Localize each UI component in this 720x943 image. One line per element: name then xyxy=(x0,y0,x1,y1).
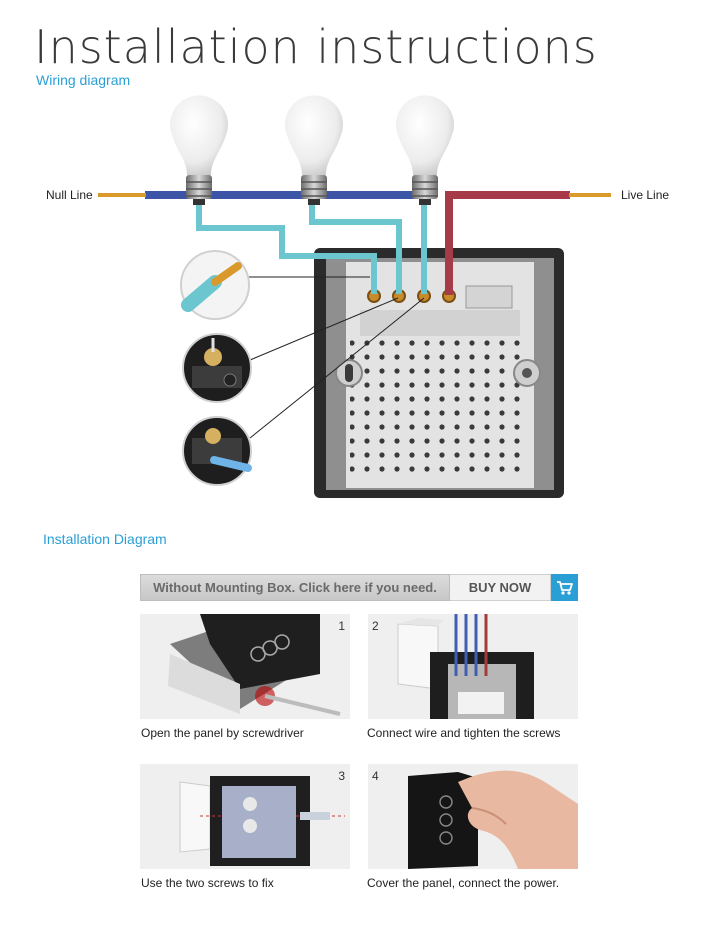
buy-now-button[interactable]: BUY NOW xyxy=(450,574,551,601)
step-3-caption: Use the two screws to fix xyxy=(141,876,274,890)
step-number: 4 xyxy=(372,769,379,783)
step-4-image: 4 xyxy=(368,764,578,869)
wire-insert-detail xyxy=(182,416,252,486)
banner-text[interactable]: Without Mounting Box. Click here if you … xyxy=(140,574,450,601)
step-3-image: 3 xyxy=(140,764,350,869)
light-bulb-icon xyxy=(396,95,454,205)
step-number: 1 xyxy=(338,619,345,633)
wiring-diagram: Null Line Live Line xyxy=(46,95,669,498)
light-bulb-icon xyxy=(170,95,228,205)
live-line-label: Live Line xyxy=(621,188,669,202)
page-title: Installation instructions xyxy=(34,20,598,74)
step-number: 3 xyxy=(338,769,345,783)
switch-panel xyxy=(314,248,564,498)
live-line-wire xyxy=(445,191,611,295)
light-bulb-icon xyxy=(285,95,343,205)
step-1-caption: Open the panel by screwdriver xyxy=(141,726,304,740)
switched-wires xyxy=(196,200,427,294)
step-1-image: 1 xyxy=(140,614,350,719)
callout-lines xyxy=(244,276,425,439)
installation-diagram-heading: Installation Diagram xyxy=(43,531,167,547)
wiring-diagram-heading: Wiring diagram xyxy=(36,72,131,88)
wire-strip-detail xyxy=(180,250,250,320)
screw-loosen-detail xyxy=(182,333,252,403)
step-number: 2 xyxy=(372,619,379,633)
step-2-image: 2 xyxy=(368,614,578,719)
step-2-caption: Connect wire and tighten the screws xyxy=(367,726,561,740)
cart-icon[interactable] xyxy=(551,574,578,601)
step-4-caption: Cover the panel, connect the power. xyxy=(367,876,560,890)
mounting-box-banner[interactable]: Without Mounting Box. Click here if you … xyxy=(140,574,578,601)
null-line-wire xyxy=(98,191,427,199)
null-line-label: Null Line xyxy=(46,188,93,202)
